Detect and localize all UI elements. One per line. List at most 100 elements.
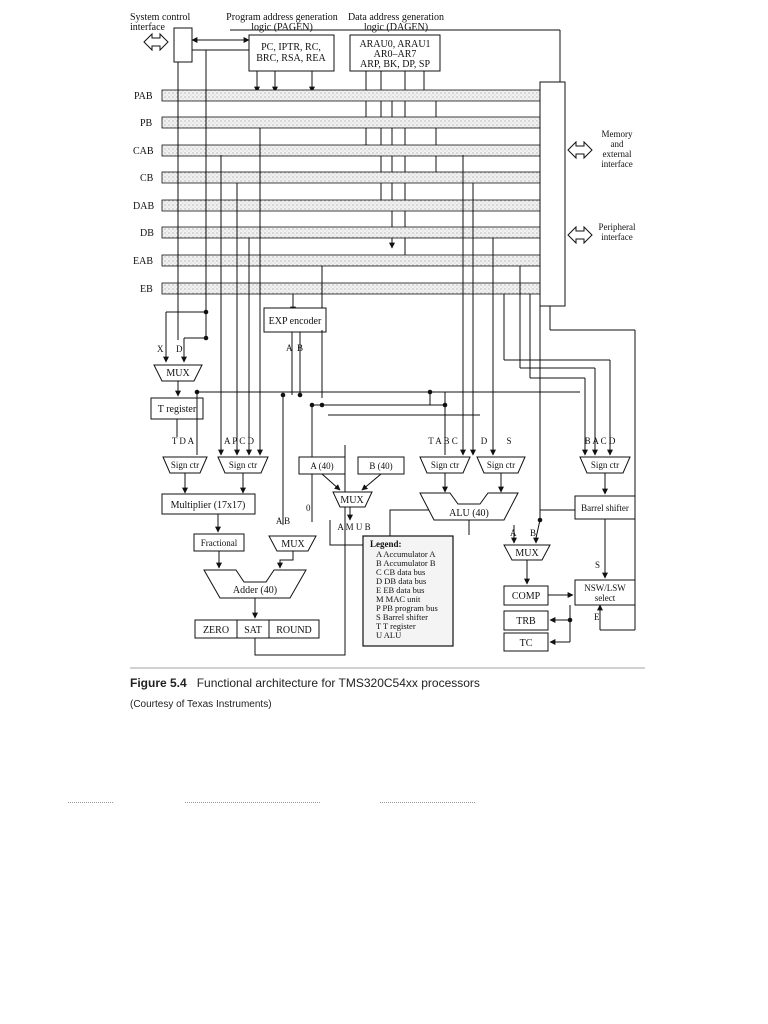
- bus-label-pab: PAB: [134, 91, 153, 102]
- dotted-rule-left: [68, 802, 113, 803]
- bus-label-db: DB: [140, 228, 154, 239]
- legend-item: T T register: [376, 621, 416, 631]
- trb-label: TRB: [516, 616, 536, 627]
- mux-comp-port-b: B: [530, 528, 536, 538]
- sat-label: SAT: [244, 625, 262, 636]
- legend-item: D DB data bus: [376, 576, 426, 586]
- sign-ctr-1-label: Sign ctr: [171, 460, 199, 470]
- figure-title: Functional architecture for TMS320C54xx …: [196, 676, 480, 690]
- system-control-double-arrow-icon: [143, 32, 169, 52]
- bus-interface-block: [539, 81, 593, 307]
- dotted-rule-middle: [185, 802, 320, 803]
- legend-item: A Accumulator A: [376, 549, 436, 559]
- sign-ctr-3-label: Sign ctr: [431, 460, 459, 470]
- round-block: [268, 619, 320, 639]
- legend-item: E EB data bus: [376, 585, 424, 595]
- alu-label: ALU (40): [449, 508, 489, 519]
- system-control-interface: [143, 27, 193, 63]
- exp-encoder-port-a: A: [286, 343, 293, 353]
- legend-item: U ALU: [376, 630, 401, 640]
- exp-encoder-label: EXP encoder: [269, 316, 322, 327]
- bus-label-eab: EAB: [133, 256, 153, 267]
- accumulator-a-label: A (40): [310, 461, 333, 471]
- mux-comp: [503, 544, 551, 561]
- figure-number: Figure 5.4: [130, 676, 187, 690]
- bus-label-pb: PB: [140, 118, 153, 129]
- nsw-lsw-input-e: E: [594, 612, 600, 622]
- bus-pb: [161, 116, 541, 129]
- legend-item: P PB program bus: [376, 603, 438, 613]
- mux-alu-input-label: MUX: [340, 495, 364, 506]
- mux-alu-input: [332, 491, 373, 508]
- accumulator-b-label: B (40): [369, 461, 392, 471]
- t-register-label: T register: [158, 404, 197, 415]
- sign-ctr-row: T D A Sign ctr A P C D Sign ctr T A B C …: [162, 436, 631, 474]
- comp-group: A B MUX COMP TRB TC: [503, 525, 574, 652]
- bus-cab: [161, 144, 541, 157]
- memory-interface-arrow-icon: [567, 140, 593, 160]
- barrel-shifter-label: Barrel shifter: [581, 503, 629, 513]
- mux-t-group: X D MUX T register: [150, 344, 204, 437]
- round-label: ROUND: [276, 625, 312, 636]
- bus-label-eb: EB: [140, 284, 153, 295]
- tc-label: TC: [520, 638, 533, 649]
- internal-buses: [196, 330, 580, 525]
- bus-db: [161, 226, 541, 239]
- sign-ctr-1: [162, 456, 208, 474]
- trb: [503, 610, 549, 631]
- sign-ctr-3: [419, 456, 471, 474]
- sign-ctr-4-port-d: D: [481, 436, 488, 446]
- mux-adder-ports: A B: [276, 516, 290, 526]
- bus-eb: [161, 282, 541, 295]
- legend-item: C CB data bus: [376, 567, 425, 577]
- bus-cb: [161, 171, 541, 184]
- figure-credit: (Courtesy of Texas Instruments): [130, 699, 272, 710]
- exp-encoder-group: EXP encoder A B: [263, 307, 327, 395]
- bus-dab: [161, 199, 541, 212]
- mux-t-label: MUX: [166, 368, 190, 379]
- dotted-rule-right: [380, 802, 475, 803]
- shifter-output-s: S: [595, 560, 600, 570]
- mux-adder-zero-input: 0: [306, 503, 311, 513]
- mux-adder-label: MUX: [281, 539, 305, 550]
- sign-ctr-4-port-s: S: [506, 436, 511, 446]
- peripheral-interface-arrow-icon: [567, 225, 593, 245]
- sign-ctr-2-ports: A P C D: [224, 436, 254, 446]
- fractional-label: Fractional: [201, 538, 238, 548]
- adder: [203, 569, 307, 599]
- pagen-registers: PC, IPTR, RC,BRC, RSA, REA: [256, 42, 326, 64]
- tc: [503, 632, 549, 652]
- mux-adder: [268, 535, 317, 552]
- pagen: PC, IPTR, RC,BRC, RSA, REA: [248, 34, 335, 72]
- alu-group: ALU (40): [419, 473, 519, 535]
- comp-label: COMP: [512, 591, 541, 602]
- bus-label-cab: CAB: [133, 146, 154, 157]
- vertical-connections: [163, 50, 636, 631]
- mux-comp-label: MUX: [515, 548, 539, 559]
- multiplier-label: Multiplier (17x17): [171, 500, 246, 511]
- nsw-lsw-select: [574, 579, 636, 606]
- bus-pab: [161, 89, 541, 102]
- sign-ctr-4-label: Sign ctr: [487, 460, 515, 470]
- zero-label: ZERO: [203, 625, 229, 636]
- multiplier: [161, 493, 256, 515]
- sign-ctr-1-ports: T D A: [172, 436, 195, 446]
- sign-ctr-5-ports: B A C D: [585, 436, 616, 446]
- legend-item: S Barrel shifter: [376, 612, 428, 622]
- mux-t-port-x: X: [157, 344, 164, 354]
- legend-item: B Accumulator B: [376, 558, 436, 568]
- caption-line: Figure 5.4 Functional architecture for TM…: [130, 676, 650, 690]
- legend-item: M MAC unit: [376, 594, 421, 604]
- bus-label-cb: CB: [140, 173, 154, 184]
- accumulators: A (40) B (40) MUX A M U B: [298, 456, 460, 546]
